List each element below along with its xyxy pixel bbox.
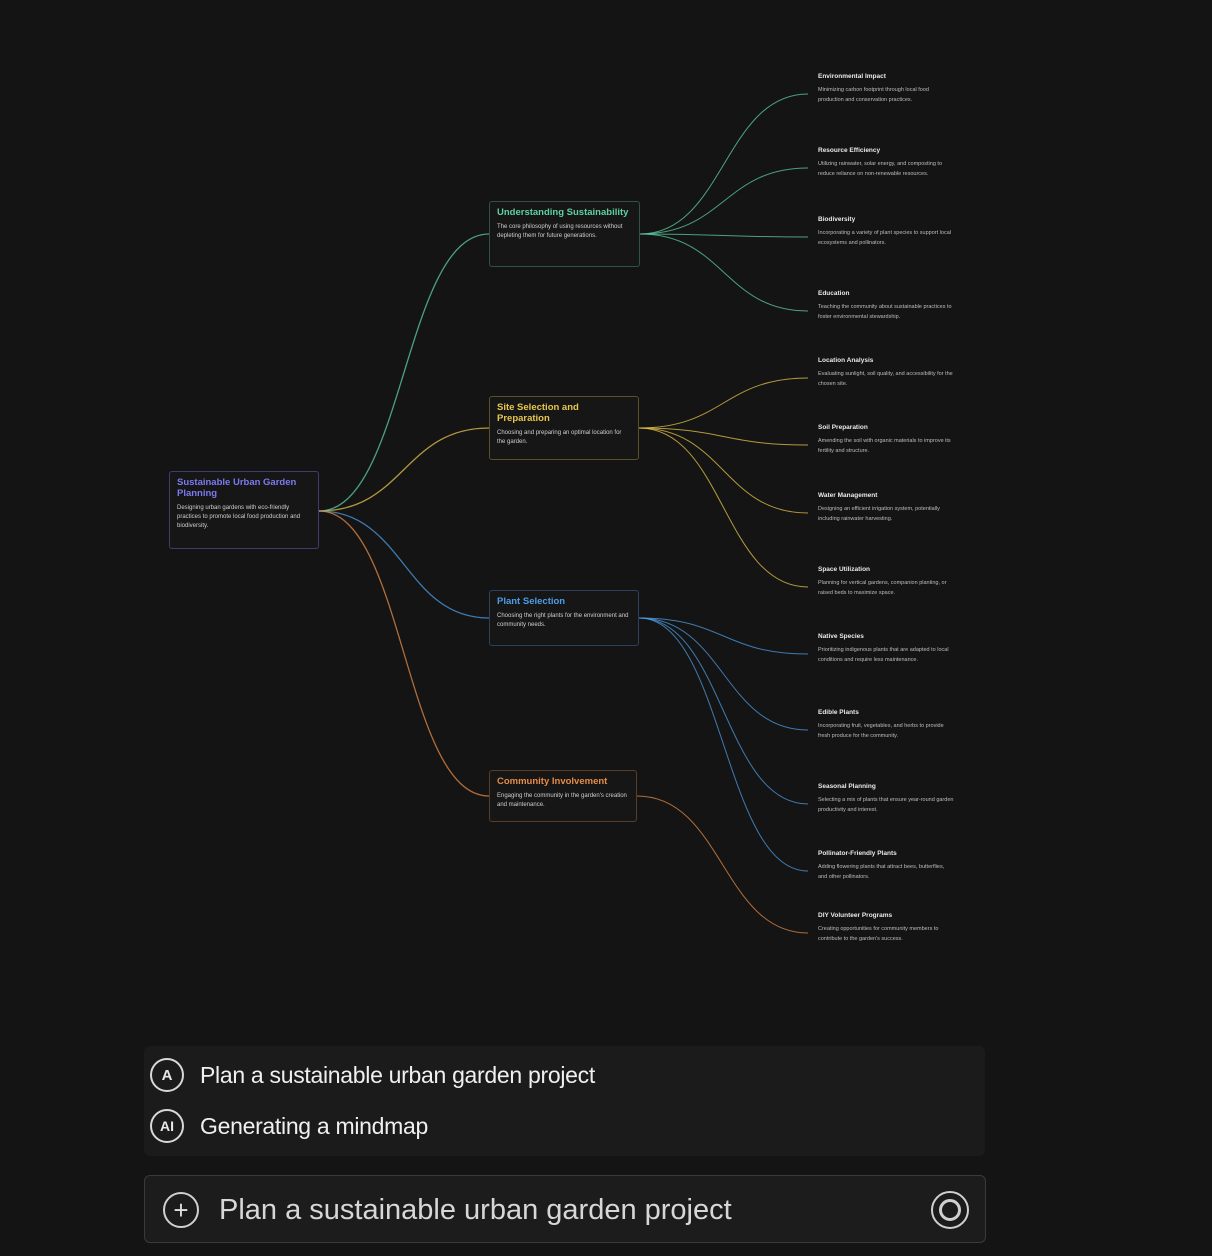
leaf-description: Adding flowering plants that attract bee…: [818, 864, 945, 880]
leaf-node[interactable]: Resource Efficiency Utilizing rainwater,…: [818, 146, 954, 179]
branch-title: Understanding Sustainability: [497, 207, 629, 218]
leaf-node[interactable]: Soil Preparation Amending the soil with …: [818, 423, 954, 456]
leaf-node[interactable]: DIY Volunteer Programs Creating opportun…: [818, 911, 954, 944]
root-title: Sustainable Urban Garden Planning: [177, 477, 297, 499]
branch-leaf-link: [638, 377, 809, 429]
leaf-node[interactable]: Space Utilization Planning for vertical …: [818, 565, 954, 598]
branch-leaf-link: [639, 93, 809, 235]
root-branch-link: [318, 427, 490, 512]
branch-title: Plant Selection: [497, 596, 566, 607]
leaf-title: Pollinator-Friendly Plants: [818, 850, 897, 857]
branch-leaf-link: [639, 167, 809, 235]
root-description: Designing urban gardens with eco-friendl…: [177, 505, 301, 529]
branch-title: Site Selection and Preparation: [497, 402, 579, 424]
mindmap-canvas[interactable]: Sustainable Urban Garden Planning Design…: [0, 0, 1212, 1000]
branch-leaf-link: [639, 233, 809, 312]
plus-circle-icon[interactable]: +: [163, 1192, 199, 1228]
root-branch-link: [318, 233, 490, 512]
leaf-description: Prioritizing indigenous plants that are …: [818, 647, 949, 663]
leaf-description: Minimizing carbon footprint through loca…: [818, 87, 929, 103]
user-message-row: A Plan a sustainable urban garden projec…: [150, 1058, 595, 1092]
branch-leaf-link: [638, 427, 809, 514]
leaf-description: Amending the soil with organic materials…: [818, 438, 951, 454]
leaf-description: Evaluating sunlight, soil quality, and a…: [818, 371, 953, 387]
leaf-title: Biodiversity: [818, 216, 856, 223]
leaf-node[interactable]: Pollinator-Friendly Plants Adding flower…: [818, 849, 954, 882]
ai-status-message: Generating a mindmap: [200, 1112, 428, 1139]
branch-leaf-link: [638, 427, 809, 446]
branch-description: The core philosophy of using resources w…: [497, 224, 623, 239]
branch-description: Choosing and preparing an optimal locati…: [497, 430, 622, 445]
mindmap-root-node[interactable]: Sustainable Urban Garden Planning Design…: [169, 471, 319, 549]
branch-leaf-link: [639, 233, 809, 238]
leaf-title: Edible Plants: [818, 709, 859, 716]
leaf-description: Designing an efficient irrigation system…: [818, 506, 940, 522]
leaf-title: Space Utilization: [818, 566, 871, 573]
branch-title: Community Involvement: [497, 776, 608, 787]
ai-avatar: AI: [150, 1109, 184, 1143]
leaf-title: DIY Volunteer Programs: [818, 912, 893, 919]
branch-node-plant-selection[interactable]: Plant Selection Choosing the right plant…: [489, 590, 639, 646]
prompt-bar: +: [144, 1175, 986, 1243]
leaf-node[interactable]: Edible Plants Incorporating fruit, veget…: [818, 708, 954, 741]
leaf-title: Location Analysis: [818, 357, 874, 364]
branch-leaf-link: [638, 617, 809, 655]
branch-node-site-selection[interactable]: Site Selection and Preparation Choosing …: [489, 396, 639, 460]
leaf-node[interactable]: Location Analysis Evaluating sunlight, s…: [818, 356, 954, 389]
leaf-description: Creating opportunities for community mem…: [818, 926, 939, 942]
chat-history: A Plan a sustainable urban garden projec…: [144, 1046, 985, 1156]
branch-node-community-involvement[interactable]: Community Involvement Engaging the commu…: [489, 770, 637, 822]
branch-leaf-link: [638, 617, 809, 805]
ring-icon-inner: [939, 1199, 961, 1221]
branch-node-understanding-sustainability[interactable]: Understanding Sustainability The core ph…: [489, 201, 640, 267]
branch-leaf-link: [636, 795, 809, 934]
leaf-description: Planning for vertical gardens, companion…: [818, 580, 947, 596]
leaf-description: Incorporating fruit, vegetables, and her…: [818, 723, 944, 739]
branch-leaf-link: [638, 427, 809, 588]
user-message: Plan a sustainable urban garden project: [200, 1061, 595, 1088]
leaf-node[interactable]: Water Management Designing an efficient …: [818, 491, 954, 524]
leaf-description: Teaching the community about sustainable…: [818, 304, 952, 320]
leaf-title: Education: [818, 290, 850, 297]
leaf-node[interactable]: Education Teaching the community about s…: [818, 289, 954, 322]
leaf-title: Native Species: [818, 633, 864, 640]
ai-message-row: AI Generating a mindmap: [150, 1109, 428, 1143]
branch-leaf-link: [638, 617, 809, 872]
branch-description: Engaging the community in the garden's c…: [497, 793, 627, 808]
leaf-node[interactable]: Biodiversity Incorporating a variety of …: [818, 215, 954, 248]
leaf-title: Environmental Impact: [818, 73, 886, 80]
leaf-title: Resource Efficiency: [818, 147, 881, 154]
leaf-title: Seasonal Planning: [818, 783, 876, 790]
leaf-description: Utilizing rainwater, solar energy, and c…: [818, 161, 943, 177]
mindmap-links: [318, 93, 809, 934]
prompt-input[interactable]: [219, 1186, 909, 1234]
root-branch-link: [318, 510, 490, 797]
branch-description: Choosing the right plants for the enviro…: [497, 613, 629, 628]
leaf-title: Water Management: [818, 492, 878, 499]
user-avatar: A: [150, 1058, 184, 1092]
leaf-title: Soil Preparation: [818, 424, 868, 431]
leaf-description: Selecting a mix of plants that ensure ye…: [818, 797, 954, 813]
branch-leaf-link: [638, 617, 809, 731]
leaf-node[interactable]: Native Species Prioritizing indigenous p…: [818, 632, 954, 665]
leaf-node[interactable]: Environmental Impact Minimizing carbon f…: [818, 72, 954, 105]
loading-ring-icon[interactable]: [931, 1191, 969, 1229]
leaf-node[interactable]: Seasonal Planning Selecting a mix of pla…: [818, 782, 954, 815]
root-branch-link: [318, 510, 490, 619]
leaf-description: Incorporating a variety of plant species…: [818, 230, 951, 246]
